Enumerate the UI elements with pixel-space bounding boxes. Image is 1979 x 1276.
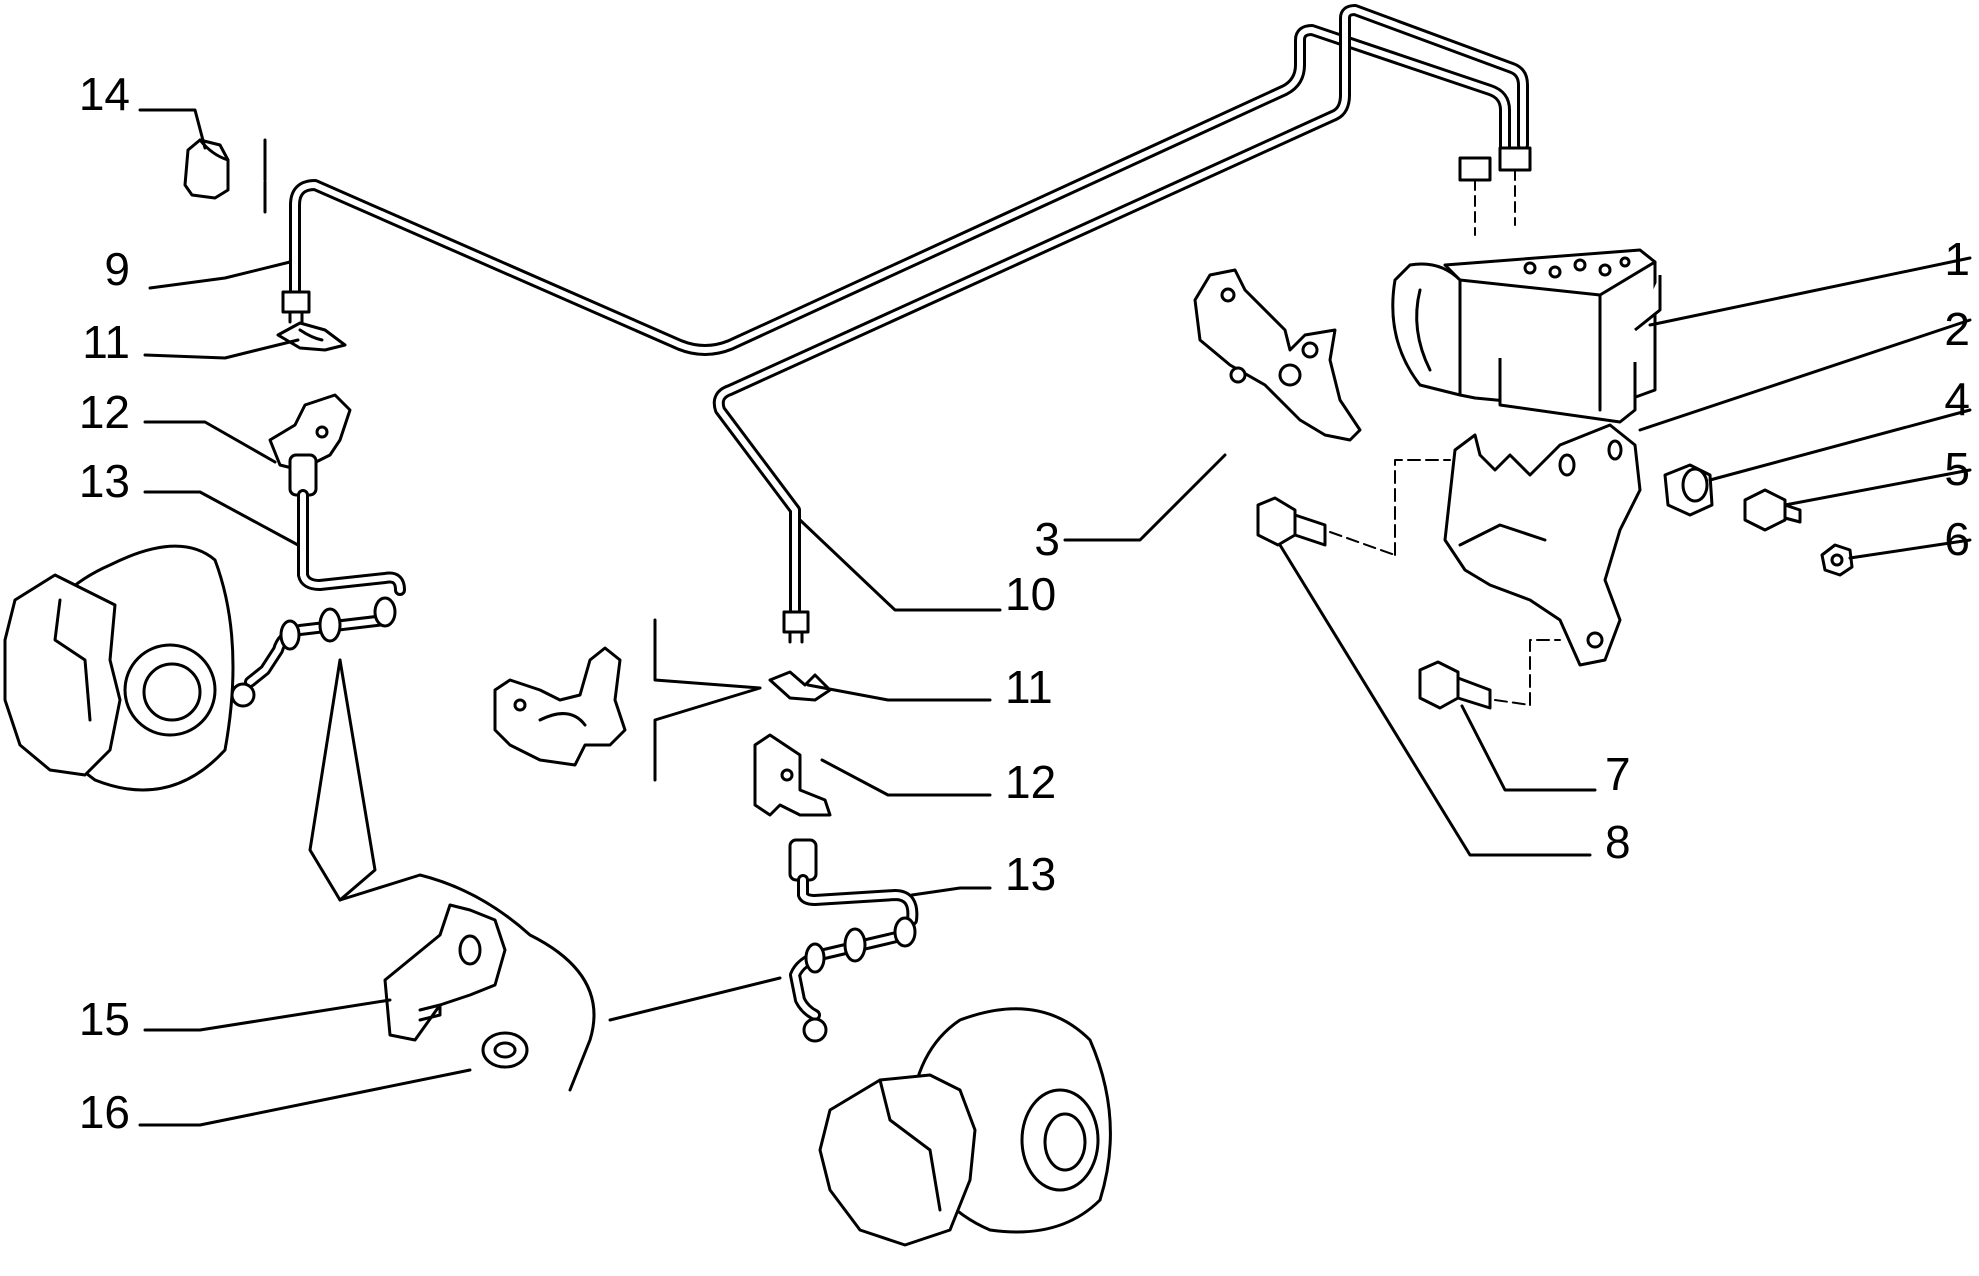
leader-lines bbox=[138, 108, 1972, 1127]
callout-15: 15 bbox=[79, 993, 130, 1045]
brake-pipes bbox=[263, 4, 1532, 644]
callout-12-center: 12 bbox=[1005, 756, 1056, 808]
bracket-3 bbox=[1193, 268, 1362, 442]
left-brake-disc-caliper bbox=[3, 544, 235, 792]
bracing-lines bbox=[308, 618, 782, 1092]
callout-13-center: 13 bbox=[1005, 848, 1056, 900]
callout-11-center: 11 bbox=[1005, 661, 1053, 713]
callout-3: 3 bbox=[1034, 513, 1060, 565]
items-15-16 bbox=[383, 903, 529, 1069]
callout-9: 9 bbox=[104, 243, 130, 295]
abs-modulator-unit bbox=[1391, 248, 1662, 424]
callout-12-left: 12 bbox=[79, 386, 130, 438]
callout-1: 1 bbox=[1944, 233, 1970, 285]
center-hose-assembly bbox=[493, 646, 919, 1043]
fasteners bbox=[1256, 459, 1854, 710]
left-hose-assembly bbox=[183, 138, 406, 708]
callout-13-left: 13 bbox=[79, 455, 130, 507]
callout-8: 8 bbox=[1605, 816, 1631, 868]
callout-5: 5 bbox=[1944, 443, 1970, 495]
callout-16: 16 bbox=[79, 1086, 130, 1138]
callout-labels: 1 2 3 4 5 6 7 8 9 10 11 11 12 12 13 13 1… bbox=[79, 68, 1970, 1138]
callout-7: 7 bbox=[1605, 748, 1631, 800]
callout-4: 4 bbox=[1944, 373, 1970, 425]
callout-14: 14 bbox=[79, 68, 130, 120]
callout-11-left: 11 bbox=[82, 316, 130, 368]
bracket-2 bbox=[1443, 423, 1642, 667]
callout-6: 6 bbox=[1944, 513, 1970, 565]
callout-10: 10 bbox=[1005, 568, 1056, 620]
callout-2: 2 bbox=[1944, 303, 1970, 355]
right-brake-disc-caliper bbox=[818, 1007, 1112, 1247]
